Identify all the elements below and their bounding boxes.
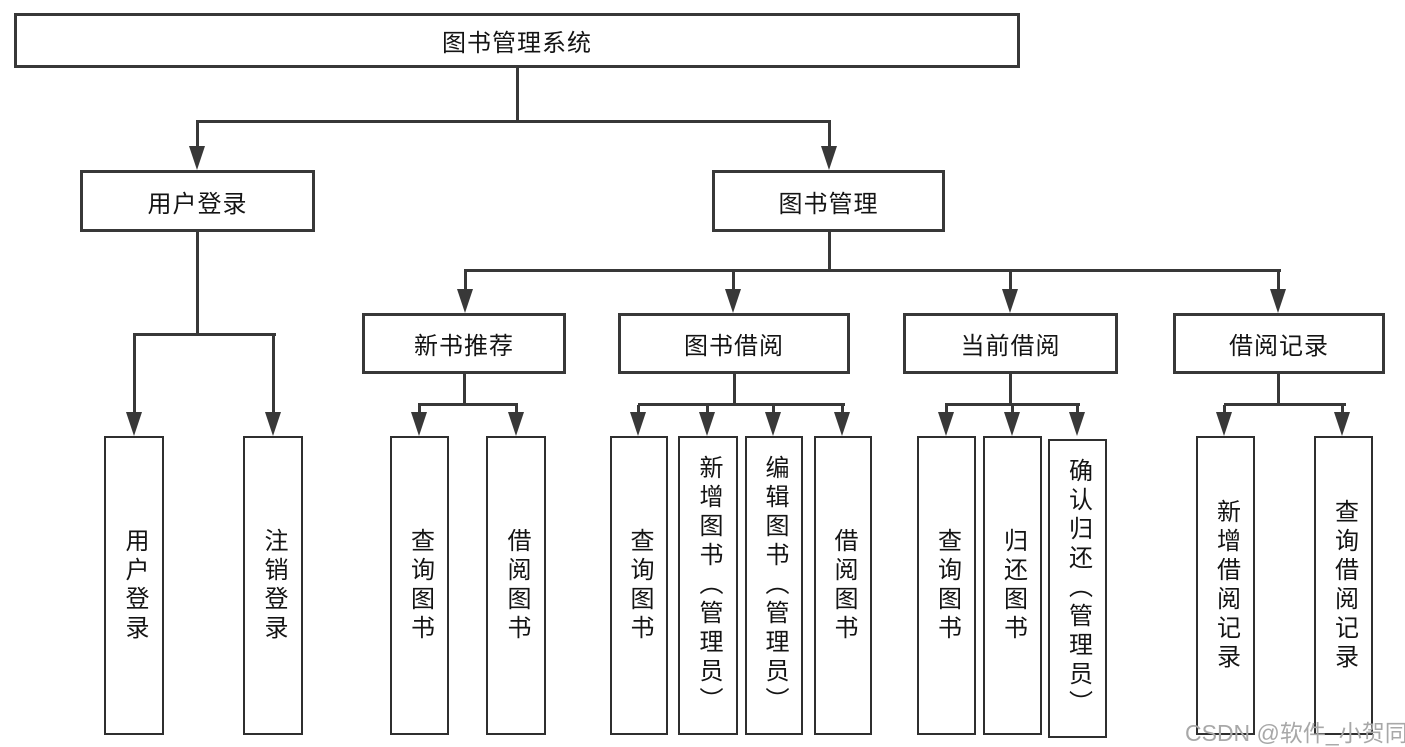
leaf-query-books: 查询图书	[917, 436, 976, 735]
leaf-label: 查询图书	[626, 527, 653, 644]
leaf-confirm-return-admin: 确认归还（管理员）	[1048, 439, 1107, 738]
connector-line	[638, 403, 845, 406]
connector-arrow	[834, 412, 850, 436]
connector-arrow	[189, 146, 205, 170]
connector-line	[637, 405, 640, 414]
connector-line	[772, 405, 775, 414]
leaf-label: 新增借阅记录	[1212, 498, 1240, 673]
connector-line	[516, 68, 519, 121]
connector-line	[1009, 374, 1012, 406]
csdn-watermark: CSDN @软件_小贺同学	[1185, 720, 1405, 746]
connector-line	[418, 405, 421, 414]
leaf-add-borrow-record: 新增借阅记录	[1196, 436, 1255, 735]
connector-arrow	[1270, 289, 1286, 313]
leaf-borrow-books: 借阅图书	[814, 436, 872, 735]
connector-arrow	[1004, 412, 1020, 436]
connector-arrow	[765, 412, 781, 436]
leaf-add-book-admin: 新增图书（管理员）	[678, 436, 738, 735]
leaf-label: 注销登录	[260, 527, 287, 644]
connector-line	[828, 232, 831, 272]
connector-line	[1011, 405, 1014, 414]
leaf-edit-book-admin: 编辑图书（管理员）	[745, 436, 803, 735]
leaf-label: 查询图书	[406, 527, 434, 644]
leaf-label: 借阅图书	[503, 527, 530, 644]
connector-arrow	[508, 412, 524, 436]
leaf-query-books: 查询图书	[610, 436, 668, 735]
node-user-login: 用户登录	[80, 170, 315, 232]
node-label: 图书管理	[778, 190, 879, 218]
connector-line	[1277, 271, 1280, 290]
connector-line	[1277, 374, 1280, 406]
node-library-system: 图书管理系统	[14, 13, 1020, 68]
connector-arrow	[411, 412, 427, 436]
connector-line	[272, 335, 275, 413]
connector-line	[1009, 271, 1012, 290]
connector-arrow	[725, 289, 741, 313]
connector-line	[418, 403, 518, 406]
leaf-user-login: 用户登录	[104, 436, 164, 735]
connector-line	[196, 120, 831, 123]
connector-arrow	[630, 412, 646, 436]
connector-arrow	[1002, 289, 1018, 313]
connector-line	[1341, 405, 1344, 414]
connector-arrow	[1069, 412, 1085, 436]
connector-arrow	[699, 412, 715, 436]
connector-line	[841, 405, 844, 414]
leaf-return-books: 归还图书	[983, 436, 1042, 735]
connector-arrow	[265, 412, 281, 436]
connector-line	[463, 374, 466, 406]
node-new-book-recommend: 新书推荐	[362, 313, 566, 374]
connector-line	[1223, 405, 1226, 414]
node-borrow-records: 借阅记录	[1173, 313, 1385, 374]
node-current-borrow: 当前借阅	[903, 313, 1118, 374]
connector-arrow	[126, 412, 142, 436]
node-label: 用户登录	[147, 190, 248, 218]
leaf-label: 查询借阅记录	[1330, 498, 1358, 673]
connector-line	[196, 232, 199, 336]
connector-line	[464, 271, 467, 290]
connector-line	[732, 271, 735, 290]
connector-line	[733, 374, 736, 406]
connector-line	[945, 403, 1080, 406]
leaf-label: 查询图书	[933, 527, 961, 644]
leaf-query-books: 查询图书	[390, 436, 449, 735]
node-label: 新书推荐	[414, 333, 514, 360]
node-label: 借阅记录	[1229, 333, 1329, 360]
leaf-query-borrow-record: 查询借阅记录	[1314, 436, 1373, 735]
node-label: 图书管理系统	[442, 30, 592, 57]
connector-line	[1224, 403, 1346, 406]
node-label: 当前借阅	[960, 333, 1061, 360]
leaf-label: 归还图书	[999, 527, 1027, 644]
connector-line	[945, 405, 948, 414]
connector-line	[706, 405, 709, 414]
connector-arrow	[457, 289, 473, 313]
node-book-borrow: 图书借阅	[618, 313, 850, 374]
connector-line	[133, 335, 136, 413]
node-label: 图书借阅	[684, 333, 784, 360]
connector-line	[196, 122, 199, 147]
leaf-label: 编辑图书（管理员）	[761, 455, 788, 716]
connector-line	[515, 405, 518, 414]
connector-line	[828, 122, 831, 147]
connector-line	[1076, 405, 1079, 414]
leaf-label: 确认归还（管理员）	[1064, 458, 1092, 719]
leaf-borrow-books: 借阅图书	[486, 436, 546, 735]
node-book-management: 图书管理	[712, 170, 945, 232]
connector-arrow	[938, 412, 954, 436]
leaf-label: 用户登录	[121, 527, 148, 644]
connector-arrow	[1334, 412, 1350, 436]
connector-arrow	[1216, 412, 1232, 436]
leaf-label: 新增图书（管理员）	[695, 455, 722, 716]
connector-line	[133, 333, 276, 336]
leaf-label: 借阅图书	[830, 527, 857, 644]
connector-arrow	[821, 146, 837, 170]
leaf-logout: 注销登录	[243, 436, 303, 735]
connector-line	[464, 269, 1281, 272]
